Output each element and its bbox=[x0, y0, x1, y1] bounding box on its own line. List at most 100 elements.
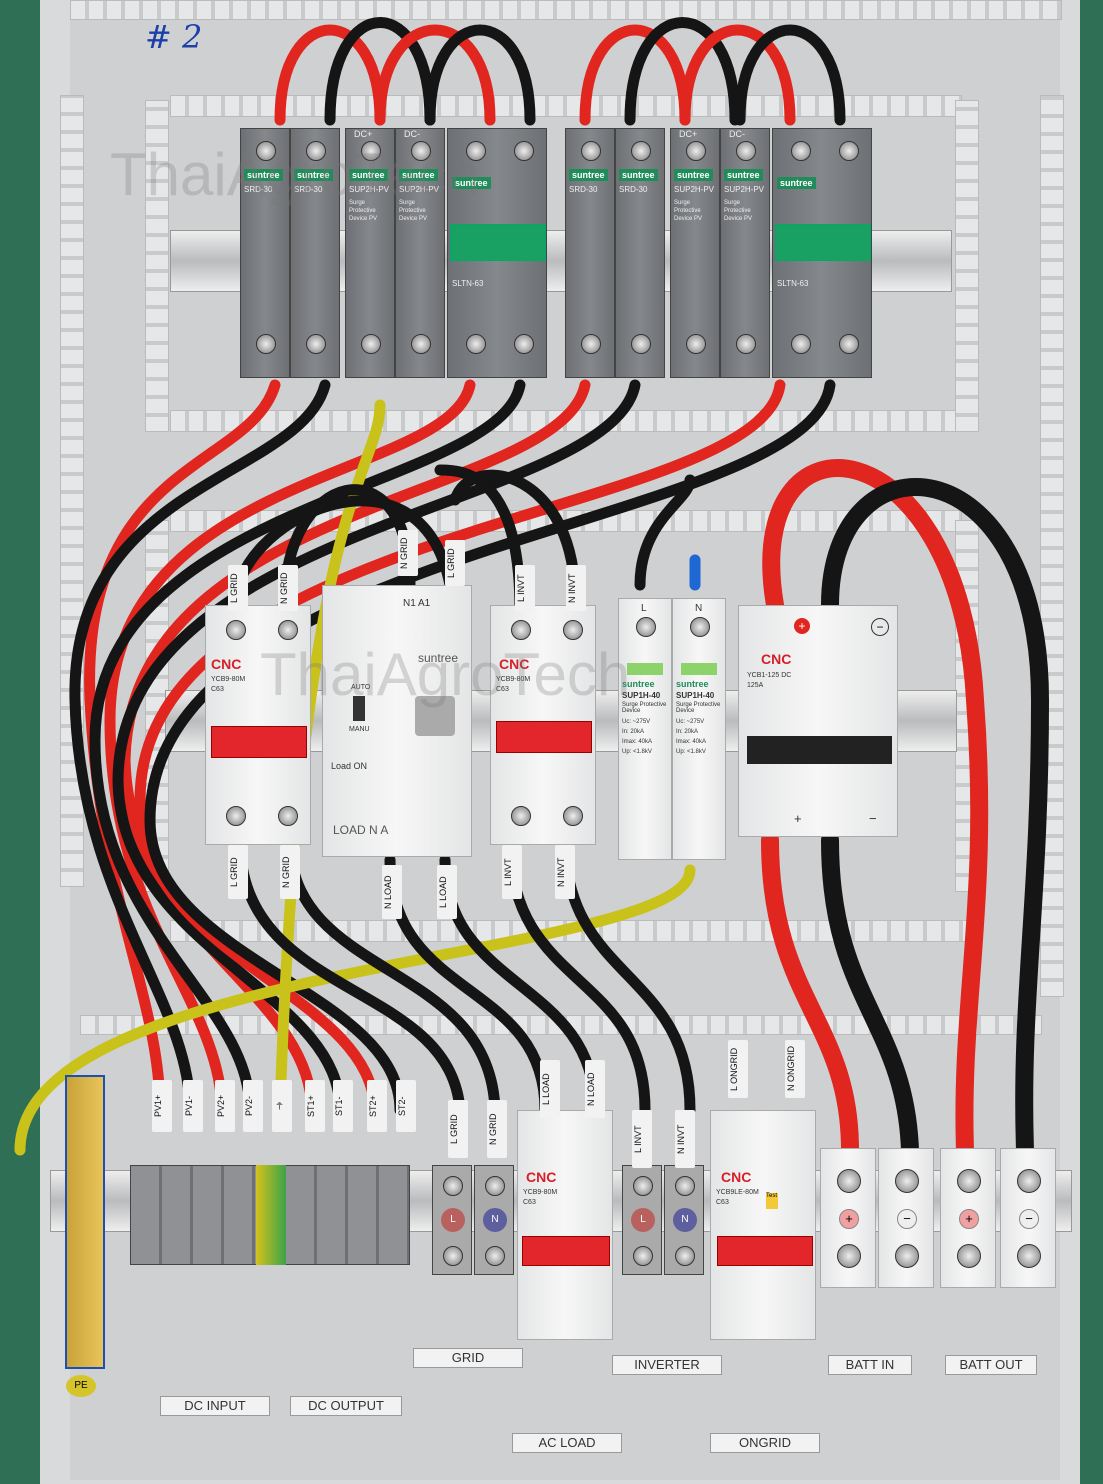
black-wire bbox=[234, 834, 466, 1116]
screw bbox=[226, 620, 246, 640]
minus-terminal-label: − bbox=[869, 811, 877, 826]
transfer-handle[interactable] bbox=[415, 696, 455, 736]
ac-surge-protector[interactable]: L suntree SUP1H-40 Surge Protective Devi… bbox=[618, 598, 672, 860]
top-module[interactable]: suntree SRD-30 bbox=[615, 128, 665, 378]
test-button[interactable]: Test bbox=[766, 1193, 778, 1209]
model-text: SLTN-63 bbox=[777, 279, 809, 288]
red-wire bbox=[679, 24, 796, 126]
wire-tag: N INVT bbox=[555, 845, 575, 899]
brand-logo: CNC bbox=[211, 656, 242, 672]
wire-tag: L GRID bbox=[448, 1100, 468, 1158]
screw bbox=[690, 617, 710, 637]
screw bbox=[791, 334, 811, 354]
wire-tag: N LOAD bbox=[585, 1060, 605, 1118]
screw bbox=[581, 334, 601, 354]
battery-terminal[interactable]: + bbox=[820, 1148, 876, 1288]
ac-terminal[interactable]: L bbox=[622, 1165, 662, 1275]
breaker-lever[interactable] bbox=[496, 721, 592, 753]
inverter-breaker[interactable]: CNC YCB9-80M C63 bbox=[490, 605, 596, 845]
screw bbox=[485, 1246, 505, 1266]
grid-breaker[interactable]: CNC YCB9-80M C63 bbox=[205, 605, 311, 845]
screw bbox=[791, 141, 811, 161]
spec-text: Imax: 40kA bbox=[676, 739, 707, 745]
brand-logo: suntree bbox=[569, 169, 608, 181]
earth-busbar bbox=[65, 1075, 105, 1369]
battery-negative-cable bbox=[821, 831, 919, 1159]
battery-terminal[interactable]: + bbox=[940, 1148, 996, 1288]
description-text: Surge Protective Device PV bbox=[399, 200, 428, 222]
model-text: SRD-30 bbox=[619, 185, 648, 194]
top-module[interactable]: DC+ suntree SUP2H-PV Surge Protective De… bbox=[345, 128, 395, 378]
vertical-duct bbox=[955, 100, 979, 432]
pe-label: PE bbox=[66, 1375, 96, 1397]
black-wire bbox=[284, 834, 501, 1116]
top-module[interactable]: suntree SRD-30 bbox=[290, 128, 340, 378]
ongrid-rcbo[interactable]: CNC YCB9LE-80M C63 Test bbox=[710, 1110, 816, 1340]
spec-text: Uc: ~275V bbox=[676, 719, 705, 725]
neutral-marker: N bbox=[483, 1208, 507, 1232]
model-text: YCB1-125 DC bbox=[747, 672, 792, 679]
battery-terminal[interactable]: − bbox=[1000, 1148, 1056, 1288]
bolt bbox=[957, 1169, 981, 1193]
screw bbox=[839, 141, 859, 161]
model-text: SRD-30 bbox=[569, 185, 598, 194]
battery-dc-breaker[interactable]: + − CNC YCB1-125 DC 125A + − bbox=[738, 605, 898, 837]
brand-logo: CNC bbox=[721, 1169, 752, 1185]
ac-terminal[interactable]: N bbox=[474, 1165, 514, 1275]
terminal-label: N bbox=[695, 603, 703, 614]
terminal-label: DC+ bbox=[679, 129, 698, 139]
top-module[interactable]: DC- suntree SUP2H-PV Surge Protective De… bbox=[395, 128, 445, 378]
battery-terminal[interactable]: − bbox=[878, 1148, 934, 1288]
wire-tag: L INVT bbox=[515, 565, 535, 611]
breaker-lever[interactable] bbox=[717, 1236, 813, 1266]
screw bbox=[443, 1176, 463, 1196]
ats-top-terminals: N1 A1 bbox=[403, 598, 431, 609]
wire-tag: PV1+ bbox=[152, 1080, 172, 1132]
model-text: SUP2H-PV bbox=[399, 185, 440, 194]
wire-tag: ST2- bbox=[396, 1080, 416, 1132]
model-text: YCB9-80M bbox=[523, 1189, 558, 1196]
top-module[interactable]: suntree SRD-30 bbox=[240, 128, 290, 378]
black-wire bbox=[89, 379, 526, 1116]
pv-dc-breaker[interactable]: suntree SLTN-63 bbox=[447, 128, 547, 378]
spec-text: Up: <1.8kV bbox=[676, 749, 706, 755]
top-module[interactable]: suntree SRD-30 bbox=[565, 128, 615, 378]
wire-tag: ⏚ bbox=[272, 1080, 292, 1132]
brand-logo: suntree bbox=[349, 169, 388, 181]
watermark: ThaiAgroTech bbox=[260, 641, 631, 708]
top-module[interactable]: DC- suntree SUP2H-PV Surge Protective De… bbox=[720, 128, 770, 378]
watermark: ThaiAgroTech bbox=[110, 141, 481, 208]
terminal-label: DC+ bbox=[354, 129, 373, 139]
bolt bbox=[837, 1244, 861, 1268]
ac-terminal[interactable]: N bbox=[664, 1165, 704, 1275]
ac-load-breaker[interactable]: CNC YCB9-80M C63 bbox=[517, 1110, 613, 1340]
brand-logo: suntree bbox=[622, 679, 655, 689]
pv-dc-breaker[interactable]: suntree SLTN-63 bbox=[772, 128, 872, 378]
screw bbox=[631, 141, 651, 161]
model-text: YCB9LE-80M bbox=[716, 1189, 759, 1196]
red-wire bbox=[579, 24, 691, 126]
breaker-lever[interactable] bbox=[775, 224, 871, 261]
breaker-lever[interactable] bbox=[747, 736, 892, 764]
breaker-lever[interactable] bbox=[450, 224, 546, 261]
ac-terminal[interactable]: L bbox=[432, 1165, 472, 1275]
model-text: SUP2H-PV bbox=[724, 185, 765, 194]
bolt bbox=[1017, 1244, 1041, 1268]
screw bbox=[563, 806, 583, 826]
black-wire bbox=[624, 17, 741, 126]
breaker-lever[interactable] bbox=[211, 726, 307, 758]
wire-tag: L LOAD bbox=[540, 1060, 560, 1118]
brand-logo: suntree bbox=[399, 169, 438, 181]
transfer-switch[interactable]: N1 A1 suntree AUTO MANU Load ON LOAD N A bbox=[322, 585, 472, 857]
top-module[interactable]: DC+ suntree SUP2H-PV Surge Protective De… bbox=[670, 128, 720, 378]
auto-manu-switch[interactable] bbox=[353, 696, 365, 721]
screw bbox=[633, 1176, 653, 1196]
screw bbox=[256, 141, 276, 161]
spec-text: Imax: 40kA bbox=[622, 739, 653, 745]
breaker-lever[interactable] bbox=[522, 1236, 610, 1266]
wire-tag: N GRID bbox=[278, 565, 298, 611]
ac-surge-protector[interactable]: N suntree SUP1H-40 Surge Protective Devi… bbox=[672, 598, 726, 860]
screw bbox=[675, 1246, 695, 1266]
brand-logo: suntree bbox=[619, 169, 658, 181]
spec-text: In: 20kA bbox=[622, 729, 645, 735]
